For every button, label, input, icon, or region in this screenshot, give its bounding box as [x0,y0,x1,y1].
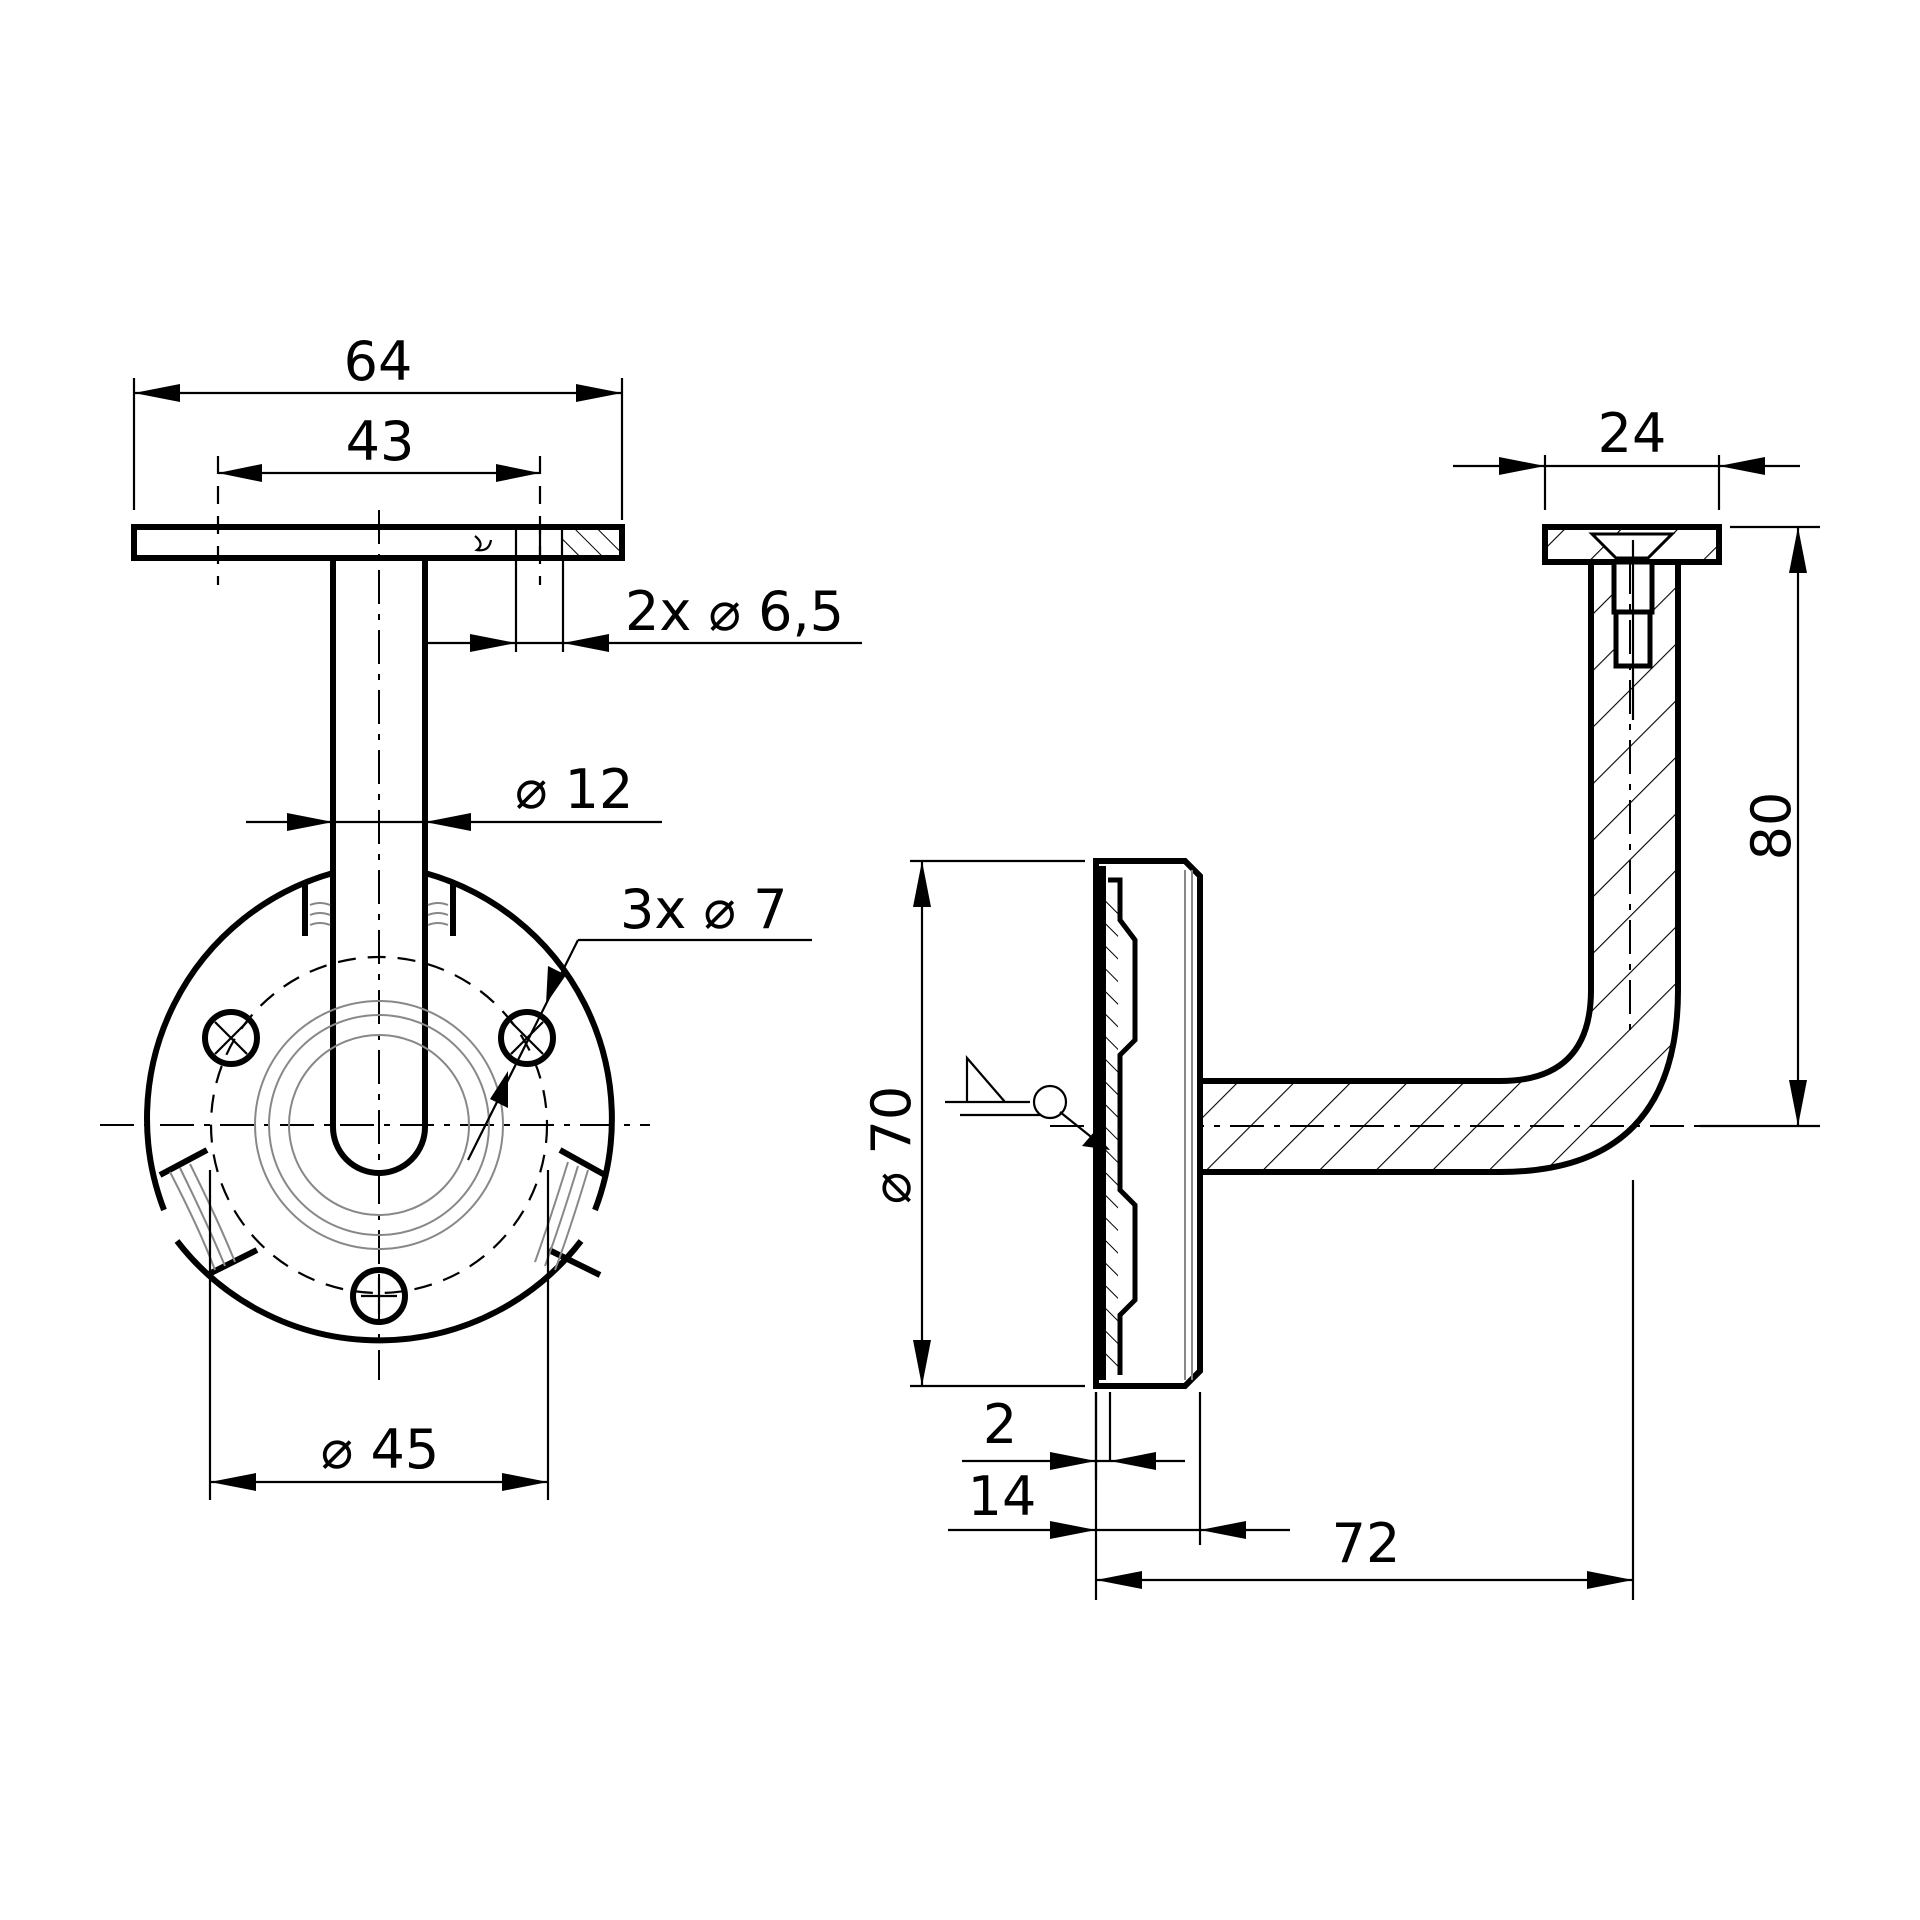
svg-text:⌀ 45: ⌀ 45 [321,1418,439,1481]
dimension-80: 80 [1700,525,1820,1128]
svg-text:3x ⌀ 7: 3x ⌀ 7 [620,878,788,941]
dimension-rod-diameter: ⌀ 12 [246,758,662,831]
dimension-43: 43 [216,410,542,585]
base-flange [144,870,615,1344]
svg-text:43: 43 [346,410,415,473]
svg-text:14: 14 [968,1465,1037,1528]
dimension-base-diameter: ⌀ 70 [860,859,1085,1388]
mounting-hole-right [498,1009,556,1067]
bracket-arm [1131,559,1681,1175]
dimension-bolt-circle: ⌀ 45 [208,1170,550,1500]
dimension-72: 72 [1094,1180,1635,1600]
svg-text:80: 80 [1740,792,1803,861]
dimension-24: 24 [1453,402,1800,510]
dimension-plate-holes: 2x ⌀ 6,5 [425,558,862,652]
mounting-hole-left [202,1009,260,1067]
svg-text:24: 24 [1598,402,1667,465]
plate-section-hatch [562,530,619,555]
dimension-base-holes: 3x ⌀ 7 [467,878,812,1161]
svg-text:2: 2 [983,1393,1017,1456]
wall-rosette [1093,858,1203,1389]
svg-text:⌀ 70: ⌀ 70 [860,1086,923,1204]
svg-text:⌀ 12: ⌀ 12 [515,758,633,821]
front-view: 64 43 2x ⌀ 6,5 ⌀ 12 [100,330,862,1500]
dimension-64: 64 [132,330,624,520]
weld-symbol [945,1055,1110,1150]
mounting-hole-bottom [350,1267,408,1325]
side-section-view: 24 80 ⌀ 70 2 [860,402,1820,1600]
svg-text:72: 72 [1332,1512,1401,1575]
dimension-14: 14 [948,1392,1290,1545]
svg-text:2x ⌀ 6,5: 2x ⌀ 6,5 [625,580,844,643]
svg-text:64: 64 [344,330,413,393]
